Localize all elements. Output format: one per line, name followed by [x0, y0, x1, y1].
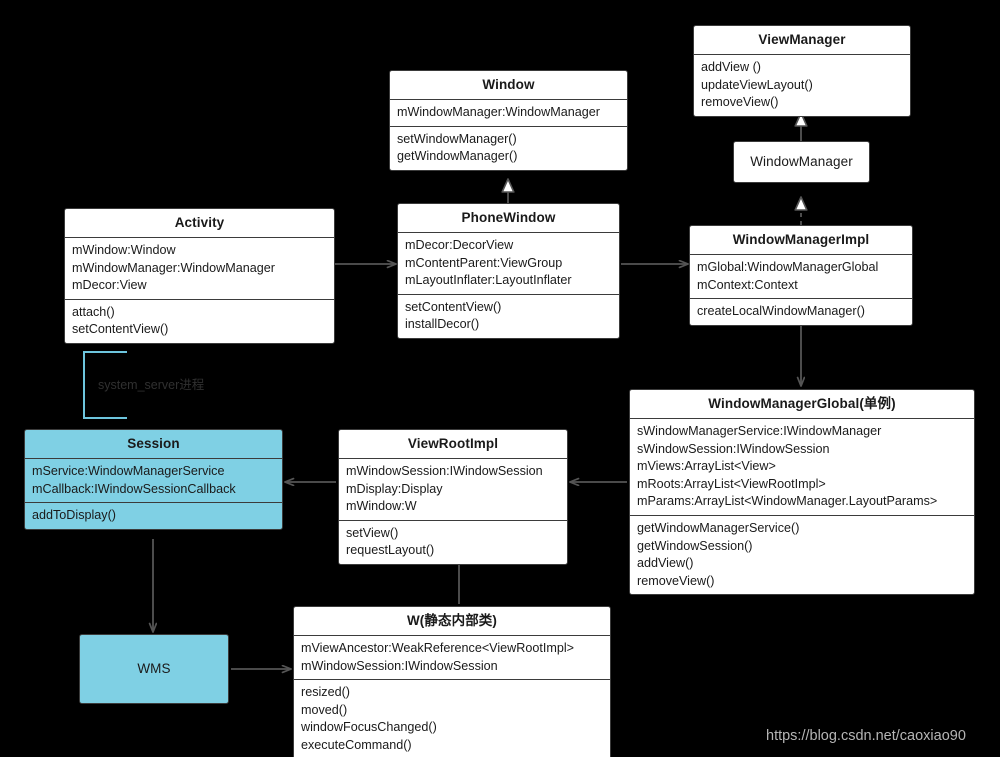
class-title: PhoneWindow: [461, 210, 556, 225]
class-box-window-manager-global[interactable]: WindowManagerGlobal(单例) sWindowManagerSe…: [629, 389, 975, 596]
class-method: resized(): [301, 685, 350, 700]
class-method: addView (): [701, 60, 761, 74]
class-title: W(静态内部类): [406, 613, 498, 628]
class-box-window-manager-impl[interactable]: WindowManagerImpl mGlobal:WindowManagerG…: [689, 225, 913, 326]
class-method: installDecor(): [405, 317, 480, 332]
methods-compartment: addToDisplay(): [25, 502, 282, 529]
methods-compartment: setContentView() installDecor(): [398, 293, 619, 338]
class-title: WindowManager: [750, 154, 853, 169]
class-method: getWindowSession(): [637, 538, 753, 553]
class-method: addView(): [637, 556, 694, 571]
class-method: setContentView(): [72, 322, 169, 337]
fields-compartment: sWindowManagerService:IWindowManager sWi…: [630, 418, 974, 515]
class-field: mWindow:W: [346, 499, 417, 514]
class-method: removeView(): [637, 573, 715, 588]
class-field: mContext:Context: [697, 277, 798, 292]
class-method: executeCommand(): [301, 737, 412, 752]
class-field: mWindowSession:IWindowSession: [346, 464, 543, 478]
class-title: WindowManagerImpl: [732, 232, 870, 247]
watermark: https://blog.csdn.net/caoxiao90: [766, 728, 966, 744]
class-method: attach(): [72, 304, 115, 319]
class-field: sWindowSession:IWindowSession: [637, 441, 830, 456]
class-box-session[interactable]: Session mService:WindowManagerService mC…: [24, 429, 283, 530]
class-method: setContentView(): [405, 299, 502, 314]
class-field: mService:WindowManagerService: [32, 464, 225, 478]
class-field: mDecor:View: [72, 278, 147, 293]
fields-compartment: mService:WindowManagerService mCallback:…: [25, 458, 282, 502]
class-box-w-inner[interactable]: W(静态内部类) mViewAncestor:WeakReference<Vie…: [293, 606, 611, 757]
methods-compartment: createLocalWindowManager(): [690, 298, 912, 325]
class-box-wms[interactable]: WMS: [79, 634, 229, 704]
class-method: addToDisplay(): [32, 508, 116, 523]
class-method: moved(): [301, 702, 348, 717]
class-box-view-manager[interactable]: ViewManager addView () updateViewLayout(…: [693, 25, 911, 117]
class-title: Session: [127, 436, 180, 451]
class-title: Window: [482, 77, 535, 92]
class-method: getWindowManagerService(): [637, 520, 800, 535]
class-field: mViews:ArrayList<View>: [637, 459, 776, 474]
fields-compartment: mViewAncestor:WeakReference<ViewRootImpl…: [294, 635, 610, 679]
class-title: Activity: [174, 215, 225, 230]
class-box-window[interactable]: Window mWindowManager:WindowManager setW…: [389, 70, 628, 171]
class-method: setWindowManager(): [397, 131, 517, 146]
class-method: windowFocusChanged(): [301, 720, 437, 735]
class-field: mRoots:ArrayList<ViewRootImpl>: [637, 476, 826, 491]
class-field: mParams:ArrayList<WindowManager.LayoutPa…: [637, 494, 938, 509]
class-field: mWindow:Window: [72, 243, 176, 257]
system-server-group-label: system_server进程: [98, 378, 205, 392]
class-title: ViewRootImpl: [407, 436, 499, 451]
class-method: getWindowManager(): [397, 149, 518, 164]
class-field: mContentParent:ViewGroup: [405, 255, 563, 270]
class-field: mDecor:DecorView: [405, 238, 514, 252]
class-field: mGlobal:WindowManagerGlobal: [697, 260, 879, 274]
class-box-window-manager[interactable]: WindowManager: [733, 141, 870, 183]
class-field: sWindowManagerService:IWindowManager: [637, 424, 882, 438]
class-method: updateViewLayout(): [701, 77, 813, 92]
fields-compartment: mWindow:Window mWindowManager:WindowMana…: [65, 237, 334, 299]
methods-compartment: setView() requestLayout(): [339, 519, 567, 564]
methods-compartment: resized() moved() windowFocusChanged() e…: [294, 679, 610, 757]
methods-compartment: addView () updateViewLayout() removeView…: [694, 54, 910, 116]
class-method: requestLayout(): [346, 543, 435, 558]
fields-compartment: mDecor:DecorView mContentParent:ViewGrou…: [398, 232, 619, 294]
class-title: WindowManagerGlobal(单例): [708, 396, 896, 411]
fields-compartment: mWindowSession:IWindowSession mDisplay:D…: [339, 458, 567, 520]
class-title: WMS: [137, 661, 171, 676]
class-box-view-root-impl[interactable]: ViewRootImpl mWindowSession:IWindowSessi…: [338, 429, 568, 565]
class-method: removeView(): [701, 95, 779, 110]
methods-compartment: attach() setContentView(): [65, 298, 334, 343]
class-box-phone-window[interactable]: PhoneWindow mDecor:DecorView mContentPar…: [397, 203, 620, 339]
system-server-group-bracket: [83, 351, 127, 419]
class-method: setView(): [346, 525, 399, 540]
class-field: mWindowManager:WindowManager: [397, 105, 600, 119]
class-field: mLayoutInflater:LayoutInflater: [405, 273, 572, 288]
class-title: ViewManager: [758, 32, 846, 47]
fields-compartment: mWindowManager:WindowManager: [390, 99, 627, 126]
class-field: mWindowManager:WindowManager: [72, 260, 275, 275]
class-field: mViewAncestor:WeakReference<ViewRootImpl…: [301, 641, 574, 655]
class-field: mDisplay:Display: [346, 481, 443, 496]
methods-compartment: getWindowManagerService() getWindowSessi…: [630, 514, 974, 594]
class-field: mWindowSession:IWindowSession: [301, 658, 498, 673]
class-method: createLocalWindowManager(): [697, 304, 865, 319]
fields-compartment: mGlobal:WindowManagerGlobal mContext:Con…: [690, 254, 912, 298]
methods-compartment: setWindowManager() getWindowManager(): [390, 125, 627, 170]
class-field: mCallback:IWindowSessionCallback: [32, 481, 236, 496]
class-box-activity[interactable]: Activity mWindow:Window mWindowManager:W…: [64, 208, 335, 344]
